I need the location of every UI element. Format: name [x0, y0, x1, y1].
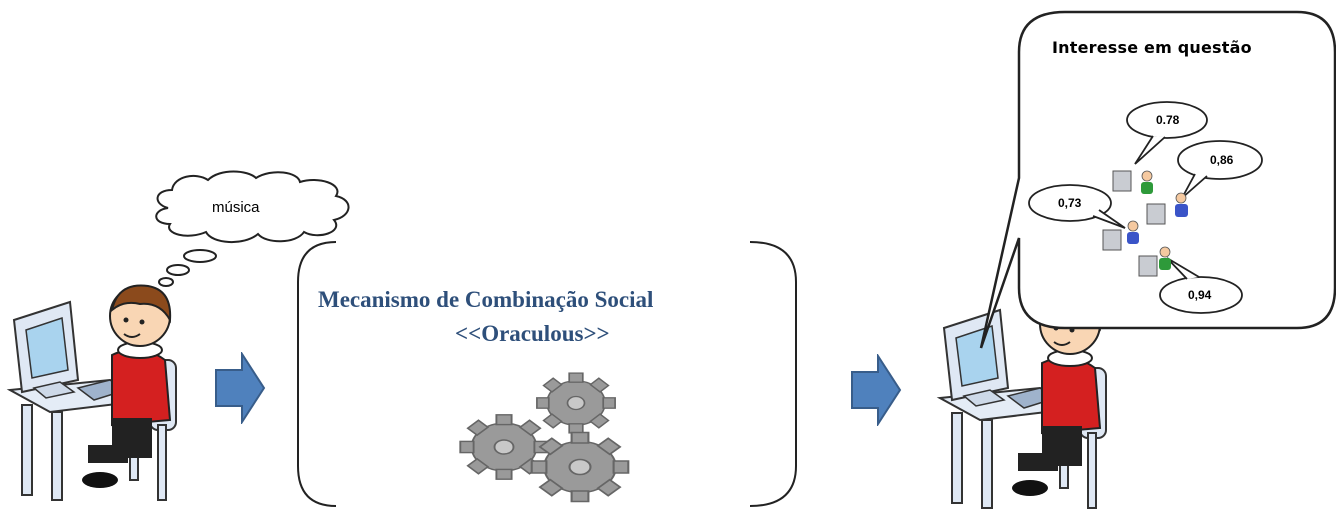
score-label: 0,73: [1058, 196, 1082, 210]
thought-bubble: [155, 170, 350, 287]
thought-text: música: [212, 199, 260, 216]
right-user-illustration: [936, 292, 1107, 509]
mechanism-title: Mecanismo de Combinação Social: [318, 287, 654, 312]
mechanism-bracket: [297, 241, 797, 507]
score-label: 0.78: [1156, 113, 1180, 127]
arrow-right-icon: [851, 354, 902, 426]
result-speech-bubble: [979, 10, 1336, 349]
network-user-icon: [1112, 170, 1153, 194]
score-label: 0,94: [1188, 288, 1212, 302]
score-label: 0,86: [1210, 153, 1234, 167]
mechanism-subtitle: <<Oraculous>>: [455, 321, 610, 346]
arrow-right-icon: [215, 352, 266, 424]
left-user-illustration: [6, 284, 177, 501]
gears-icon: [459, 372, 630, 503]
result-title: Interesse em questão: [1052, 38, 1252, 57]
